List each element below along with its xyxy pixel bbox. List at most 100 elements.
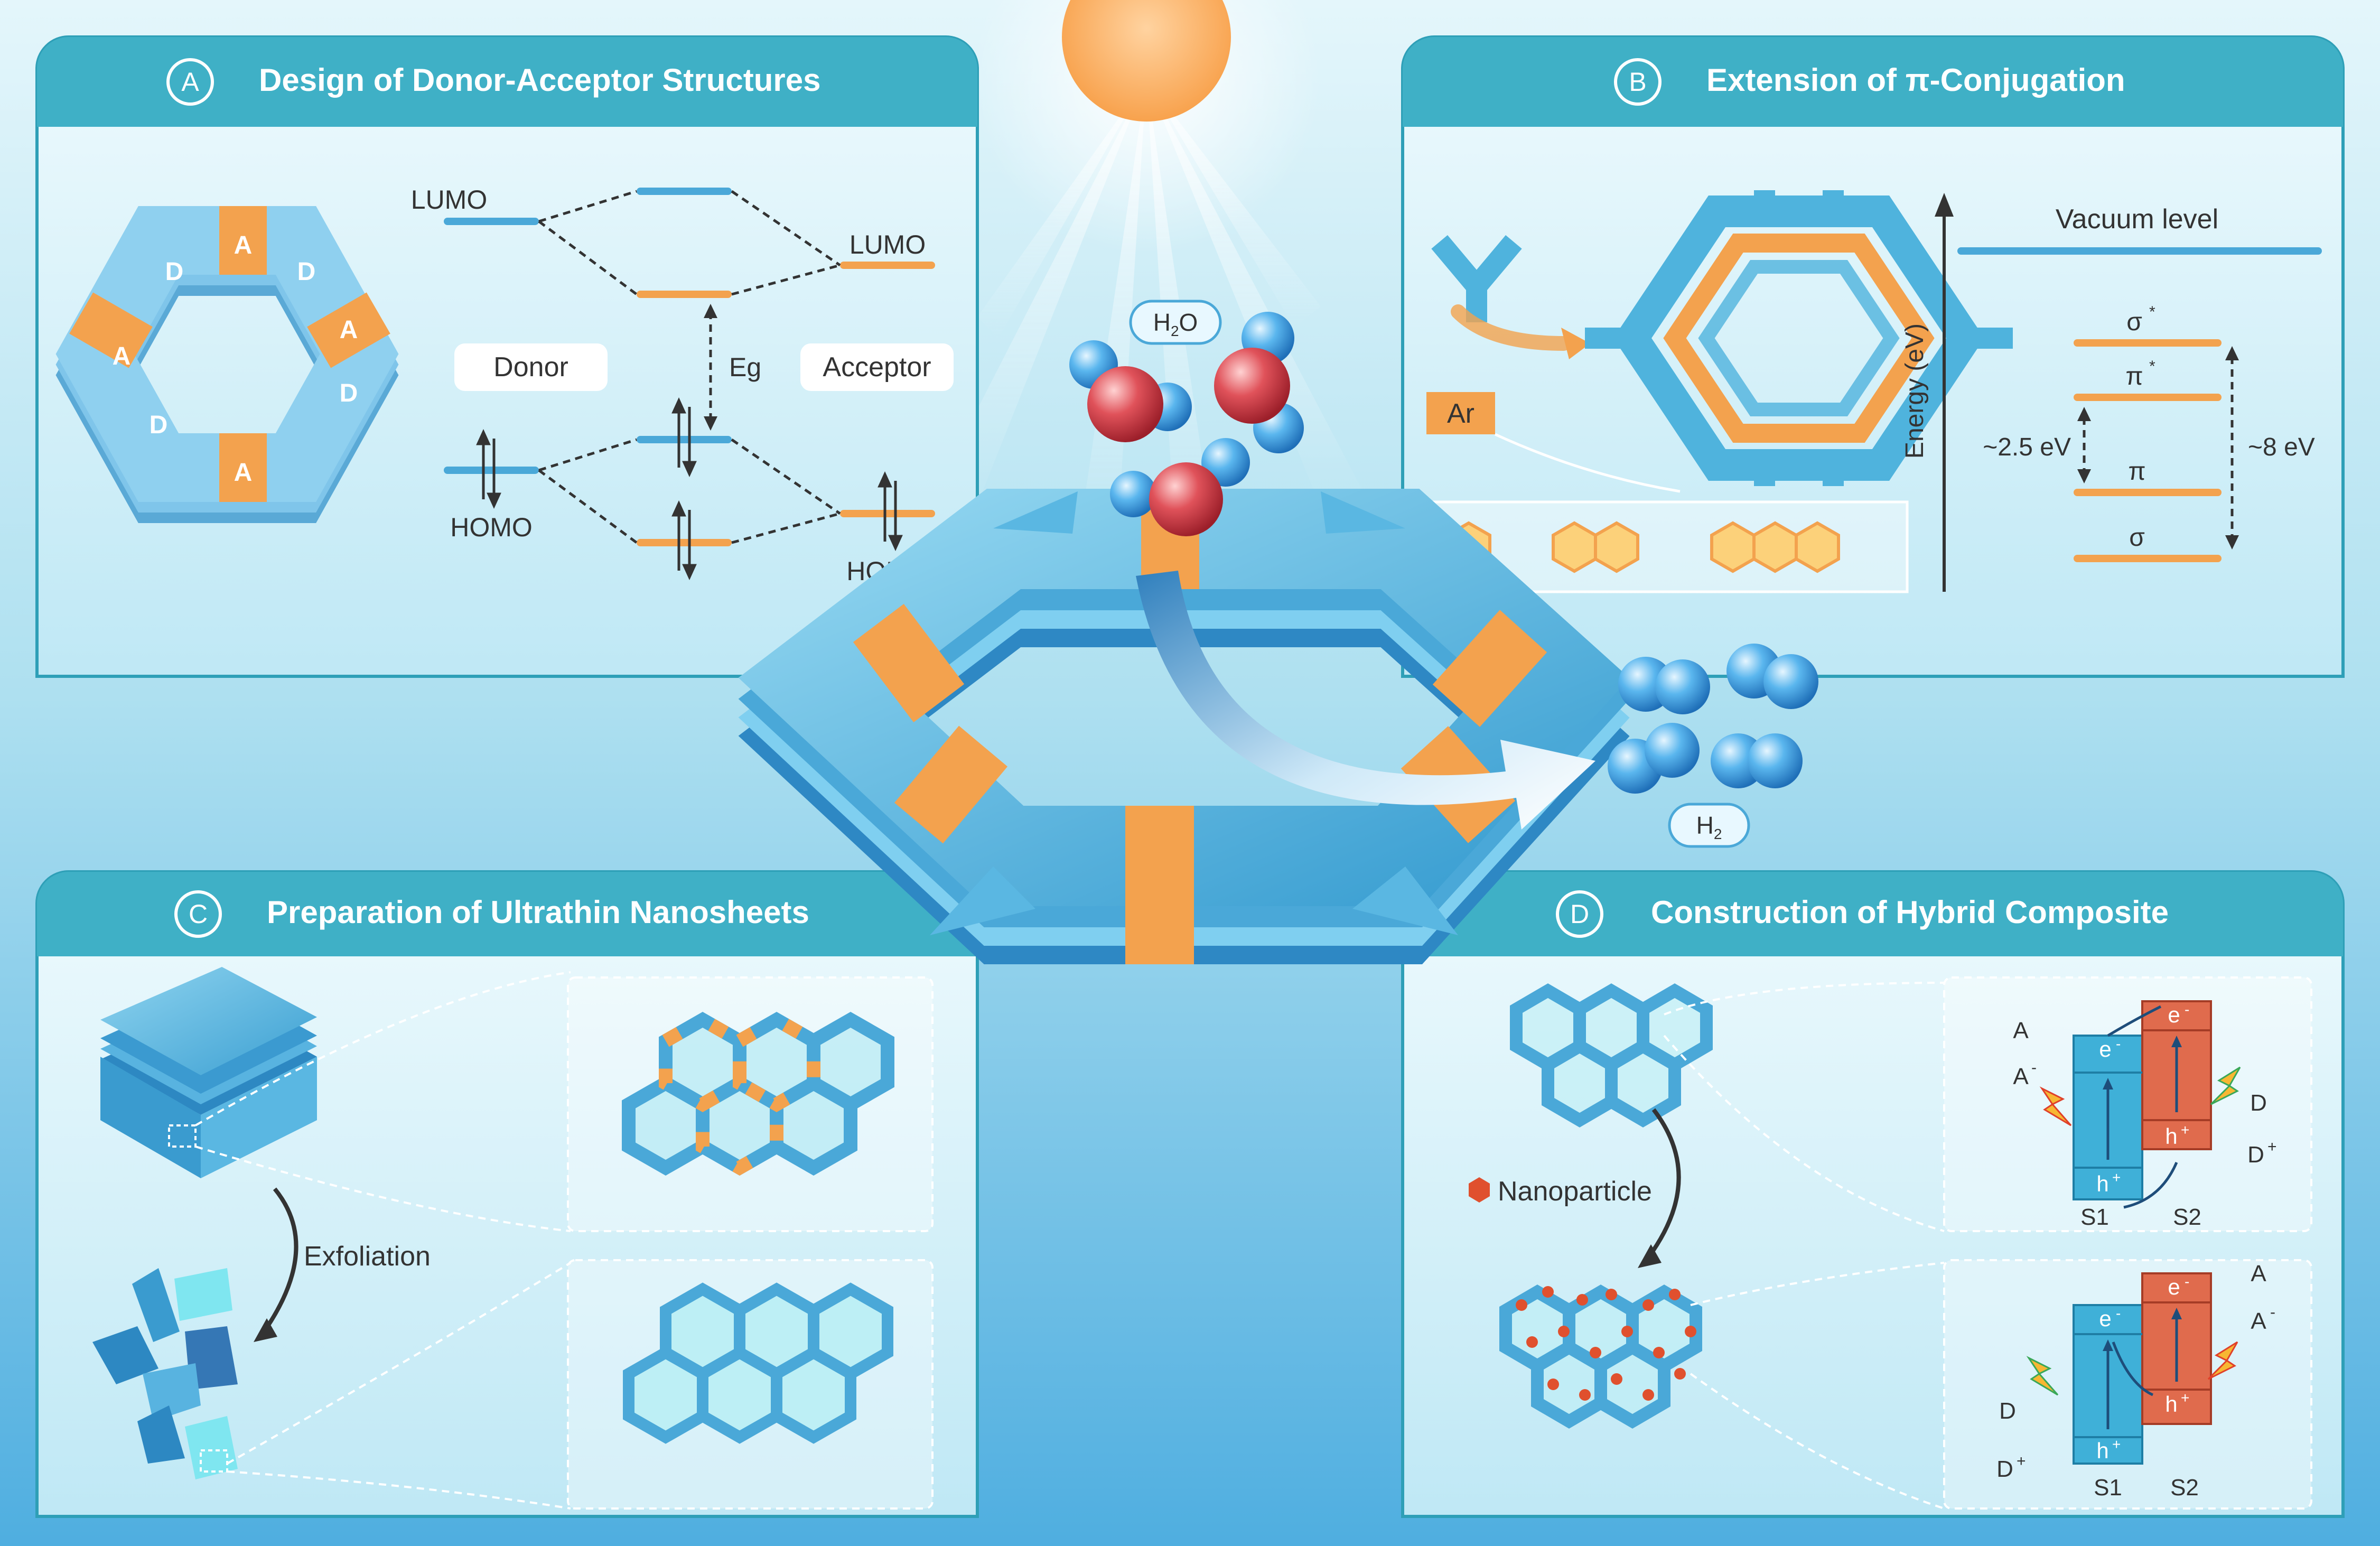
svg-text:A: A: [113, 342, 131, 370]
svg-text:A: A: [340, 316, 358, 344]
svg-text:h: h: [2096, 1171, 2108, 1196]
vacuum-level-label: Vacuum level: [2056, 204, 2218, 235]
svg-text:D: D: [1996, 1456, 2013, 1482]
h2o-label: H2O: [1153, 309, 1198, 339]
panel-d: D Construction of Hybrid Composite Nanop…: [1401, 870, 2345, 1518]
orbital-diagram-a: LUMO LUMO Donor Acceptor Eg: [411, 185, 954, 586]
svg-text:D: D: [1570, 899, 1589, 929]
energy-axis-label: Energy (eV): [1901, 323, 1929, 459]
heterojunction-bottom: e - h + e - h + A A - D D + S1 S2: [1996, 1261, 2275, 1501]
nanoparticle-label: Nanoparticle: [1498, 1176, 1652, 1207]
svg-text:A: A: [234, 231, 253, 259]
panel-c-title: Preparation of Ultrathin Nanosheets: [267, 895, 809, 930]
panel-b-title: Extension of π-Conjugation: [1706, 62, 2125, 98]
hybrid-framework-icon: [1499, 1284, 1702, 1429]
conjugation-arrow: [1451, 304, 1571, 351]
homo-left-label: HOMO: [450, 513, 533, 542]
exfoliation-arrow: [262, 1187, 298, 1333]
donor-label: [454, 343, 608, 391]
svg-text:Donor: Donor: [493, 352, 568, 383]
svg-text:+: +: [2181, 1390, 2189, 1406]
svg-text:D: D: [1999, 1398, 2016, 1424]
svg-text:B: B: [1629, 67, 1646, 97]
extended-framework: [1585, 190, 2013, 486]
ar-box: [1426, 392, 1495, 434]
gap-small-label: ~2.5 eV: [1983, 433, 2071, 461]
svg-text:*: *: [2149, 303, 2155, 321]
water-molecules: [1069, 312, 1304, 536]
svg-text:-: -: [2116, 1036, 2121, 1052]
svg-text:D: D: [2250, 1090, 2267, 1116]
panel-a: A Design of Donor-Acceptor Structures A …: [35, 35, 979, 678]
lightning-icon: [2039, 1086, 2072, 1126]
svg-text:π: π: [2128, 458, 2145, 486]
svg-text:+: +: [2181, 1122, 2189, 1138]
nanoparticle-icon: [1469, 1177, 1490, 1203]
svg-text:*: *: [2149, 358, 2155, 375]
svg-text:Ar: Ar: [1447, 398, 1474, 429]
panel-d-title: Construction of Hybrid Composite: [1651, 895, 2169, 930]
framework-top-icon: [1510, 983, 1713, 1128]
gap-large-label: ~8 eV: [2248, 433, 2315, 461]
svg-text:D: D: [165, 258, 184, 286]
panel-b-badge: [1614, 58, 1662, 106]
panel-c: C Preparation of Ultrathin Nanosheets Ex…: [35, 870, 979, 1518]
panel-a-badge: [166, 58, 214, 106]
svg-text:D: D: [150, 411, 168, 439]
svg-text:h: h: [2165, 1124, 2177, 1149]
svg-text:+: +: [2112, 1436, 2121, 1452]
panel-d-badge: [1556, 890, 1603, 938]
svg-text:A: A: [2013, 1018, 2029, 1044]
svg-text:h: h: [2165, 1392, 2177, 1417]
heterojunction-top: e - h + e - h + A A - D D + S1 S2: [2013, 1000, 2277, 1230]
exfoliated-flakes-icon: [92, 1268, 238, 1479]
central-framework: [738, 489, 1630, 964]
h2-label-box: [1668, 803, 1750, 848]
lumo-right-label: LUMO: [850, 230, 926, 259]
svg-text:D: D: [2247, 1142, 2264, 1168]
panel-c-badge: [174, 890, 222, 938]
hydrogen-molecules: [1608, 644, 1818, 794]
svg-text:S1: S1: [2080, 1204, 2109, 1230]
svg-text:-: -: [2270, 1303, 2275, 1321]
svg-text:e: e: [2168, 1002, 2180, 1027]
svg-text:A: A: [2013, 1064, 2029, 1089]
svg-text:D: D: [340, 379, 358, 407]
panel-a-badge-letter: A: [181, 67, 199, 97]
trigonal-monomer-icon: [1431, 235, 1522, 322]
svg-text:e: e: [2099, 1037, 2111, 1061]
lightning-icon: [2207, 1341, 2238, 1380]
svg-text:D: D: [297, 258, 316, 286]
svg-text:σ: σ: [2126, 308, 2142, 336]
energy-level-diagram-b: Energy (eV) Vacuum level σ * π * π σ ~2.…: [1901, 193, 2322, 592]
svg-text:-: -: [2031, 1059, 2037, 1076]
svg-text:Acceptor: Acceptor: [823, 352, 931, 383]
svg-text:+: +: [2112, 1169, 2121, 1186]
svg-text:-: -: [2116, 1305, 2121, 1321]
lumo-left-label: LUMO: [411, 185, 487, 215]
svg-text:+: +: [2267, 1138, 2277, 1156]
svg-text:S2: S2: [2170, 1475, 2199, 1501]
svg-text:π: π: [2125, 362, 2143, 390]
svg-text:σ: σ: [2129, 524, 2145, 552]
h2-label: H2: [1696, 812, 1722, 842]
exfoliation-label: Exfoliation: [304, 1241, 431, 1272]
svg-text:+: +: [2017, 1452, 2026, 1470]
acceptor-label: [800, 343, 954, 391]
lightning-icon: [2026, 1356, 2059, 1396]
bulk-stack-icon: [100, 967, 317, 1178]
panel-b: B Extension of π-Conjugation Ar: [1401, 35, 2345, 678]
svg-text:-: -: [2185, 1273, 2189, 1290]
h2o-label-box: [1129, 300, 1222, 345]
svg-text:h: h: [2096, 1438, 2108, 1463]
svg-text:e: e: [2099, 1306, 2111, 1331]
svg-text:C: C: [189, 899, 208, 929]
hybrid-arrow: [1646, 1108, 1681, 1259]
svg-text:A: A: [2251, 1261, 2266, 1287]
panel-a-title: Design of Donor-Acceptor Structures: [259, 62, 820, 98]
donor-acceptor-ring: A D A D A D A D: [55, 206, 399, 523]
svg-text:e: e: [2168, 1274, 2180, 1299]
eg-label: Eg: [729, 352, 761, 382]
